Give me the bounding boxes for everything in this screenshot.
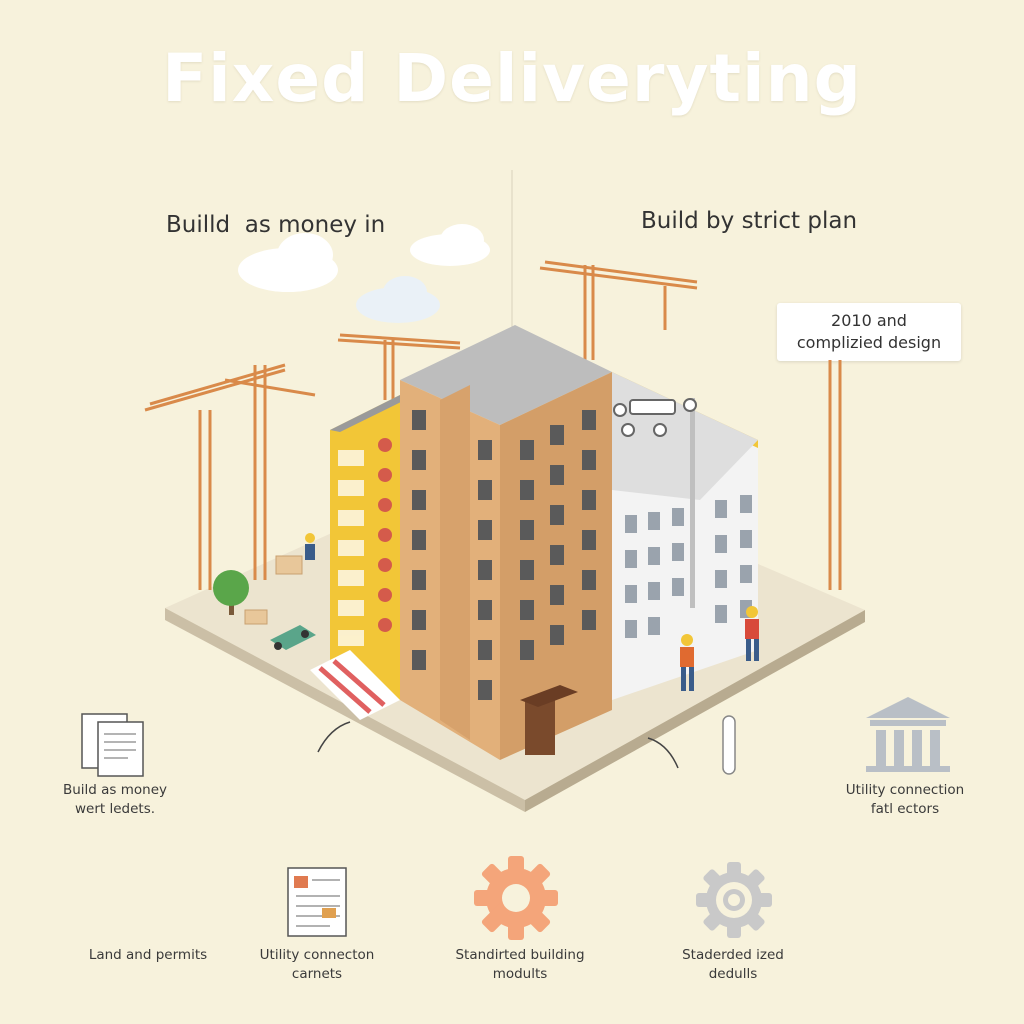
gear-icon <box>474 856 558 940</box>
side-label-left: Build as money wert ledets. <box>62 782 168 817</box>
worker-icon <box>745 606 759 661</box>
crane-left <box>144 363 316 590</box>
callout-line-2: complizied design <box>796 333 942 352</box>
materials-icon <box>244 555 303 625</box>
crane-right-tall <box>828 360 842 590</box>
platform-side-left <box>165 608 525 812</box>
cloud-icon <box>238 233 338 292</box>
bottom-item-standard-details: Staderded ized dedulls <box>682 947 784 982</box>
crane-middle <box>337 333 461 400</box>
bank-icon <box>866 697 950 772</box>
worker-icon <box>680 634 694 691</box>
page-title: Fixed Deliveryting <box>162 40 862 117</box>
drone-icon <box>613 398 697 437</box>
crosswalk <box>310 650 400 720</box>
car-icon <box>270 625 316 650</box>
bottom-item-land-permits: Land and permits <box>88 947 208 963</box>
bottom-item-standard-modules: Standirted building modults <box>455 947 585 982</box>
cloud-icon <box>356 276 440 323</box>
gear-outline-icon <box>696 862 772 938</box>
tower-entrance <box>525 700 555 755</box>
platform-side-right <box>525 610 865 812</box>
tube-icon <box>722 715 736 775</box>
crane-right-top <box>539 260 698 360</box>
callout-line-1: 2010 and <box>831 311 907 330</box>
heading-right: Build by strict plan <box>641 208 858 234</box>
document-icon <box>81 713 144 777</box>
tree-icon <box>213 570 249 615</box>
heading-left: Builld as money in <box>166 212 386 238</box>
side-label-right: Utility connection fatl ectors <box>845 782 965 817</box>
callout-box: 2010 and complizied design <box>777 303 961 361</box>
document-icon <box>287 867 347 937</box>
arrow-icon <box>647 737 679 769</box>
worker-icon <box>305 533 315 560</box>
bottom-item-utility: Utility connecton carnets <box>259 947 375 982</box>
arrow-icon <box>317 721 351 753</box>
cloud-icon <box>410 224 490 266</box>
